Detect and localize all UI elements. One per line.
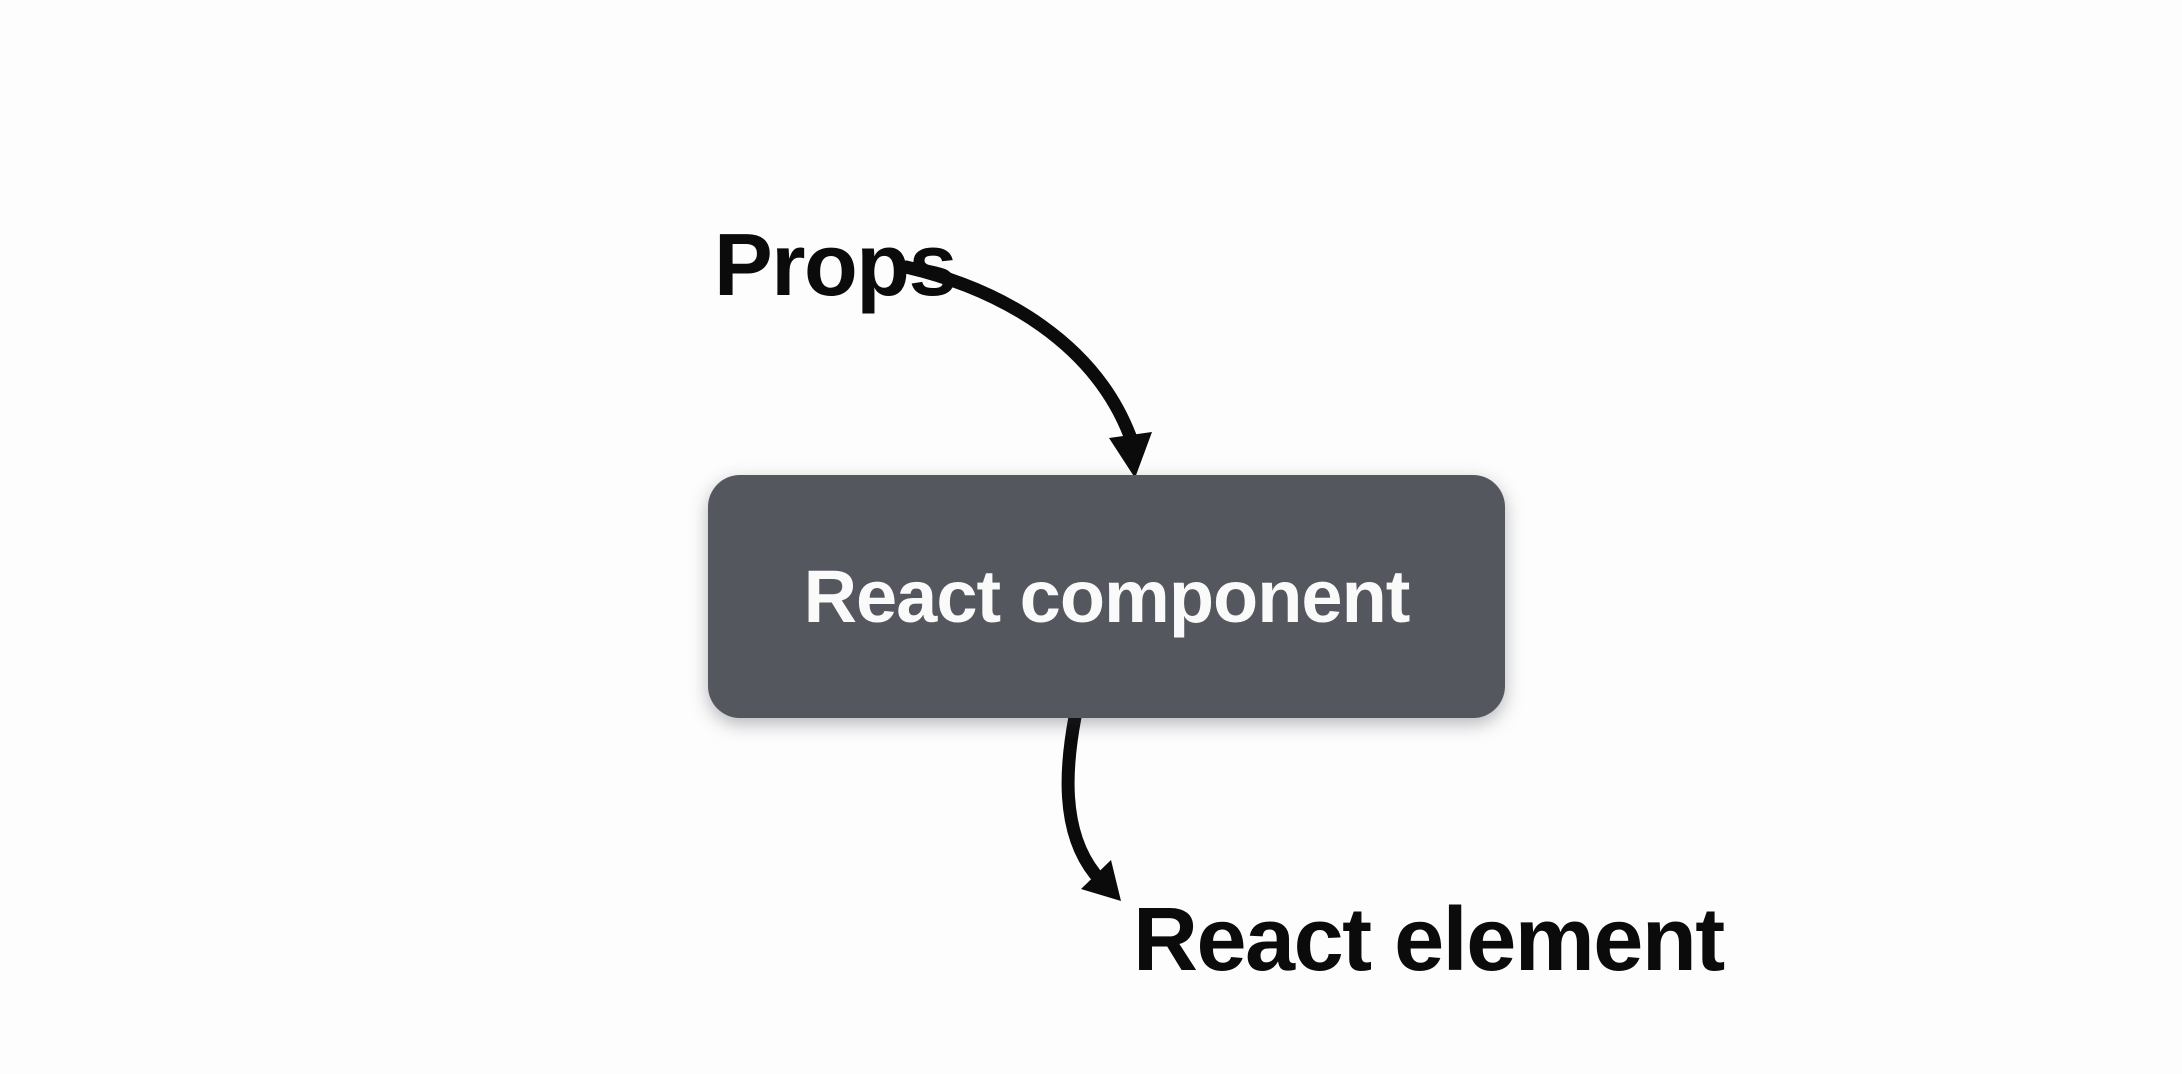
arrow-component-to-element-line — [1061, 710, 1102, 881]
react-component-label: React component — [803, 554, 1411, 638]
react-element-label: React element — [1133, 890, 1725, 990]
arrow-component-to-element-icon — [1061, 710, 1121, 901]
react-component-node: React component — [708, 475, 1505, 718]
props-label: Props — [714, 215, 957, 314]
arrow-component-to-element-head — [1081, 860, 1121, 901]
arrow-props-to-component-head — [1109, 432, 1152, 478]
